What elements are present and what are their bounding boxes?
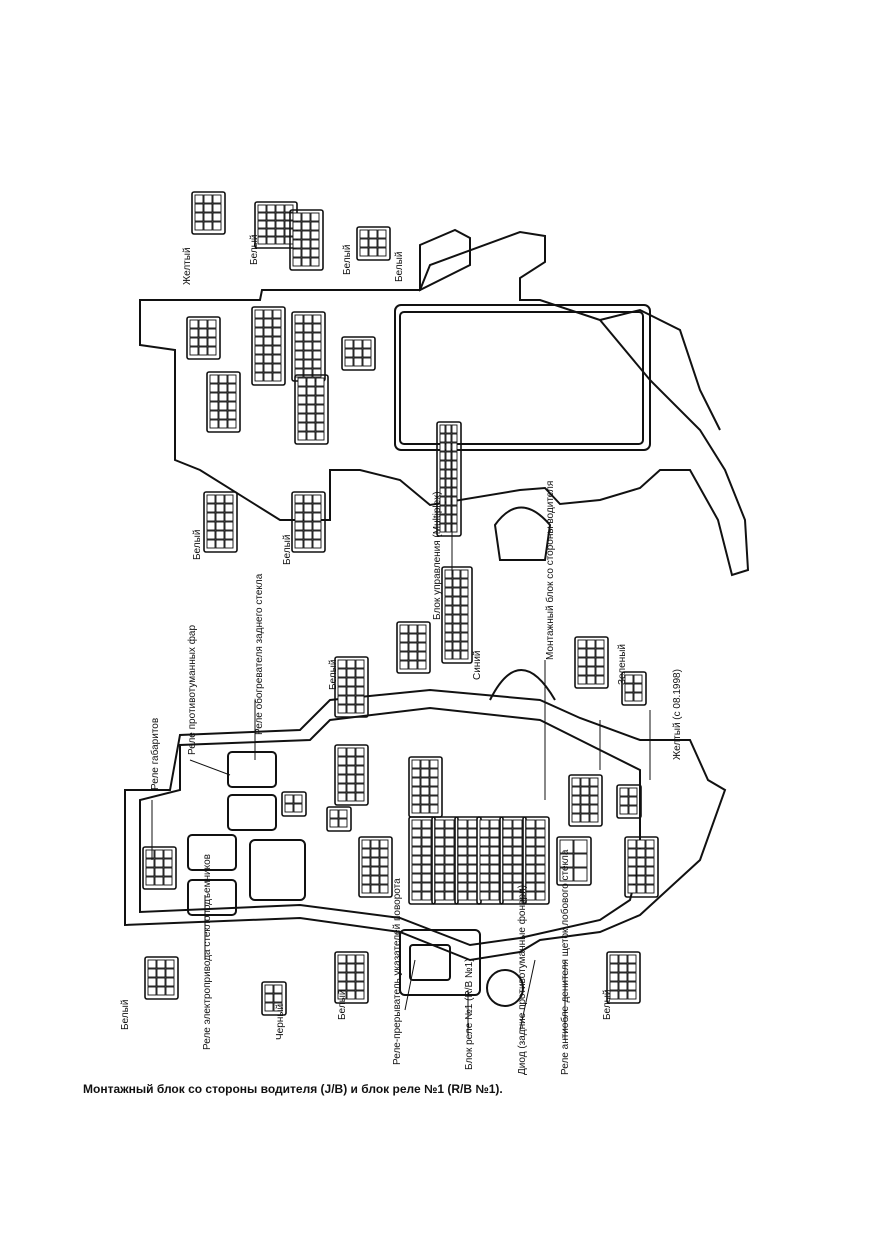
fuse-column-6 xyxy=(522,816,550,905)
fk-socket xyxy=(249,839,306,901)
fuse-cdb xyxy=(556,836,592,886)
lower-connector-group xyxy=(142,621,659,1016)
connector-fa-bottom xyxy=(291,491,326,553)
fog-relay-label: Реле противотуманных фар xyxy=(186,625,198,755)
upper-connector-group xyxy=(186,191,473,664)
connector-fl-label: Белый xyxy=(337,990,348,1020)
connector-fh-label: Синий xyxy=(472,650,483,680)
connector-fl-inner xyxy=(358,836,393,898)
connector-fi-inner xyxy=(624,836,659,898)
upper-right-arm xyxy=(599,308,721,431)
multiplex-connector xyxy=(441,566,473,664)
figure-caption: Монтажный блок со стороны водителя (J/B)… xyxy=(83,1082,503,1096)
connector-fn xyxy=(621,671,647,706)
connector-ff-inner xyxy=(142,846,177,890)
relay-socket-3 xyxy=(227,794,277,831)
upper-arc xyxy=(493,506,552,561)
connector-fj-inner xyxy=(568,774,603,827)
relay-socket-1 xyxy=(187,879,237,916)
connector-fb-label: Белый xyxy=(342,245,353,275)
diode-label: Диод (задние противотуманные фонари) xyxy=(516,885,528,1075)
connector-ff-label: Белый xyxy=(120,1000,131,1030)
connector-fm xyxy=(191,191,226,235)
connector-fi-label: Белый xyxy=(602,990,613,1020)
connector-fg-inner xyxy=(334,744,369,806)
multiplex-ecu-outline xyxy=(394,304,651,451)
multiplex-label: Блок управления (Multiplex) xyxy=(432,491,443,620)
connector-fn-label: Желтый (с 08.1998) xyxy=(672,669,683,760)
connector-fc-inner xyxy=(251,306,286,386)
lower-junction-block xyxy=(124,506,727,1007)
driver-jb-label: Монтажный блок со стороны водителя xyxy=(544,481,556,660)
upper-junction-block xyxy=(139,228,750,577)
relay-socket-2 xyxy=(187,834,237,871)
fuse-column-2 xyxy=(431,816,459,905)
rb1-block xyxy=(399,929,481,996)
connector-fi xyxy=(606,951,641,1004)
flasher-label: Реле-прерыватель указателей поворота xyxy=(392,878,403,1065)
connector-fh-inner xyxy=(408,756,443,818)
connector-fe-label: Белый xyxy=(192,530,203,560)
lower-round-hole xyxy=(486,969,524,1007)
connector-fm-label: Желтый xyxy=(182,247,193,285)
leader-fog xyxy=(189,759,231,776)
connector-fg xyxy=(334,656,369,718)
fuse-column-5 xyxy=(499,816,527,905)
upper-notch xyxy=(419,228,471,292)
lower-arc xyxy=(489,669,556,701)
window-relay-label: Реле электропривода стеклоподъемников xyxy=(202,854,213,1050)
wiper-relay-label: Реле антиобле-денителя щеток лобового ст… xyxy=(559,849,571,1075)
connector-fc-label: Белый xyxy=(249,235,260,265)
defogger-relay-label: Реле обогревателя заднего стекла xyxy=(253,573,265,735)
connector-fd-label: Белый xyxy=(394,252,405,282)
leader-flasher xyxy=(404,959,416,1011)
lower-block-outline xyxy=(124,688,727,962)
connector-fd-top xyxy=(356,226,391,261)
parking-relay-label: Реле габаритов xyxy=(149,718,161,790)
connector-fe-inner xyxy=(206,371,241,433)
connector-fe-bottom xyxy=(203,491,238,553)
leader-diode xyxy=(519,959,536,1031)
connector-fg-label: Белый xyxy=(328,660,339,690)
rb1-label: Блок реле №1 (R/B №1) xyxy=(464,958,475,1070)
relay-socket-4 xyxy=(227,751,277,788)
fuse-column-1 xyxy=(408,816,436,905)
leader-lines xyxy=(151,450,651,1040)
connector-fl xyxy=(334,951,369,1004)
connector-fh xyxy=(396,621,431,674)
fuse-am1 xyxy=(326,806,352,832)
fuse-rr-def xyxy=(281,791,307,817)
connector-ff xyxy=(144,956,179,1000)
connector-fk-label: Черный xyxy=(275,1004,286,1040)
lower-labels: Реле габаритов Реле противотуманных фар … xyxy=(120,573,683,1075)
fuse-column-4 xyxy=(476,816,504,905)
connector-fd-inner xyxy=(341,336,376,371)
connector-fa-inner xyxy=(294,374,329,445)
connector-fc-top xyxy=(254,201,298,249)
rb1-inner xyxy=(409,944,451,981)
connector-fj-label: Зеленый xyxy=(617,644,628,685)
connector-fn-inner xyxy=(186,316,221,360)
multiplex-ecu-inner xyxy=(399,311,644,445)
connector-fb-top xyxy=(289,209,324,271)
connector-fn-inner xyxy=(616,784,642,819)
lower-inner-outline xyxy=(139,706,641,947)
fuse-grid xyxy=(281,791,592,905)
multiplex-socket xyxy=(436,421,462,537)
connector-fj xyxy=(574,636,609,689)
upper-labels: Желтый Белый Белый Белый Белый Белый Бло… xyxy=(182,235,556,660)
connector-fk xyxy=(261,981,287,1016)
connector-fb-inner xyxy=(291,311,326,382)
upper-block-outline xyxy=(139,230,750,577)
connector-fa-label: Белый xyxy=(282,535,293,565)
